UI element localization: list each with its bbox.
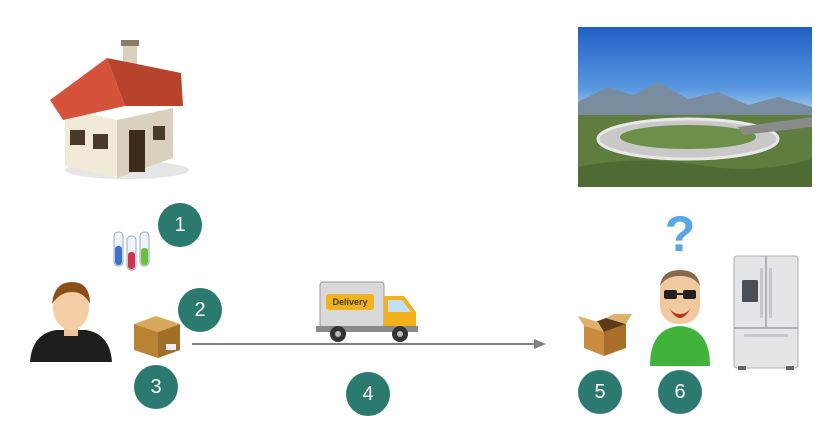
delivery-arrow [190,336,550,352]
step-4-badge: 4 [346,372,390,416]
step-5-badge: 5 [578,370,622,414]
scientist-icon [648,268,712,366]
closed-box-icon [132,312,182,360]
test-tubes-icon [110,228,154,274]
question-mark: ? [664,206,696,262]
step-6-badge: 6 [658,370,702,414]
delivery-truck-icon: Delivery [316,278,420,344]
step-2-badge: 2 [178,288,222,332]
open-box-icon [578,312,632,358]
step-3-badge: 3 [134,365,178,409]
user-avatar-icon [28,278,114,362]
synchrotron-photo [578,27,812,187]
house-icon [45,38,190,183]
refrigerator-icon [730,254,802,372]
step-1-badge: 1 [158,203,202,247]
truck-label: Delivery [332,297,368,307]
